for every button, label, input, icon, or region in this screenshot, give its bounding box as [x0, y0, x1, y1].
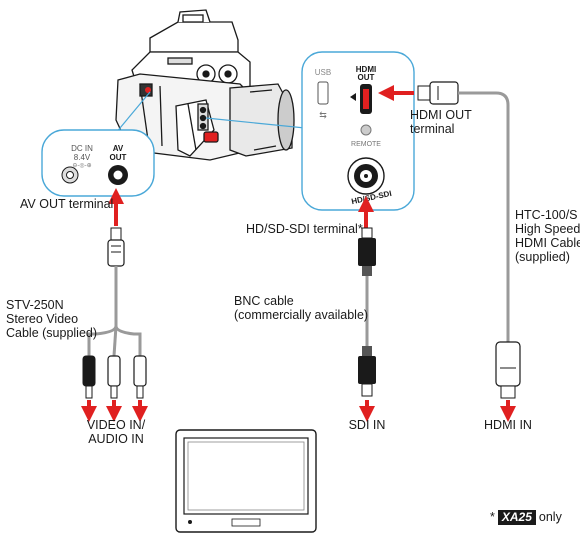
- hdmi-out-terminal-label-1: HDMI OUT: [410, 108, 472, 122]
- htc-cable-label-4: (supplied): [515, 250, 570, 264]
- stv-cable-label-2: Stereo Video: [6, 312, 79, 326]
- bnc-cable-label-2: (commercially available): [234, 308, 369, 322]
- signal-arrows: [81, 85, 516, 422]
- hdmi-label-2: OUT: [358, 73, 375, 82]
- footnote-star: *: [490, 510, 495, 524]
- usb-icon: ⇆: [319, 110, 327, 120]
- tv-monitor-illustration: [175, 429, 317, 533]
- bnc-cable: [358, 227, 376, 397]
- stv-cable-label-1: STV-250N: [6, 298, 64, 312]
- usb-label: USB: [315, 68, 331, 77]
- htc-cable-label-2: High Speed: [515, 222, 580, 236]
- av-out-terminal-label: AV OUT terminal: [20, 197, 114, 211]
- htc-cable-label-3: HDMI Cable: [515, 236, 580, 250]
- av-terminal-panel: DC IN 8.4V ⊖-◎-⊕ AV OUT: [41, 129, 155, 197]
- av-label-2: OUT: [110, 153, 127, 162]
- bnc-cable-label-1: BNC cable: [234, 294, 294, 308]
- htc-cable-label-1: HTC-100/S: [515, 208, 578, 222]
- av-label-1: AV: [113, 144, 124, 153]
- hdmi-label-1: HDMI: [356, 65, 376, 74]
- dcin-label-1: DC IN: [71, 144, 93, 153]
- stv-cable-label-3: Cable (supplied): [6, 326, 98, 340]
- video-in-label-2: AUDIO IN: [88, 432, 144, 446]
- remote-label: REMOTE: [351, 141, 381, 148]
- stv-250n-cable: [82, 227, 147, 399]
- hdmi-in-label: HDMI IN: [484, 418, 532, 432]
- footnote-suffix: only: [538, 510, 562, 524]
- hdmi-cable: [417, 81, 521, 399]
- sdi-in-label: SDI IN: [348, 418, 386, 432]
- dcin-label-2: 8.4V: [74, 153, 91, 162]
- model-badge: XA25: [497, 510, 536, 525]
- svg-text:⊖-◎-⊕: ⊖-◎-⊕: [72, 163, 91, 169]
- hd-sdi-terminal-label: HD/SD-SDI terminal*: [246, 222, 363, 236]
- video-in-label-1: VIDEO IN/: [86, 418, 146, 432]
- hdmi-out-terminal-label-2: terminal: [410, 122, 455, 136]
- hdmi-sdi-panel: USB ⇆ HDMI OUT REMOTE HD/SD-SDI: [301, 51, 415, 211]
